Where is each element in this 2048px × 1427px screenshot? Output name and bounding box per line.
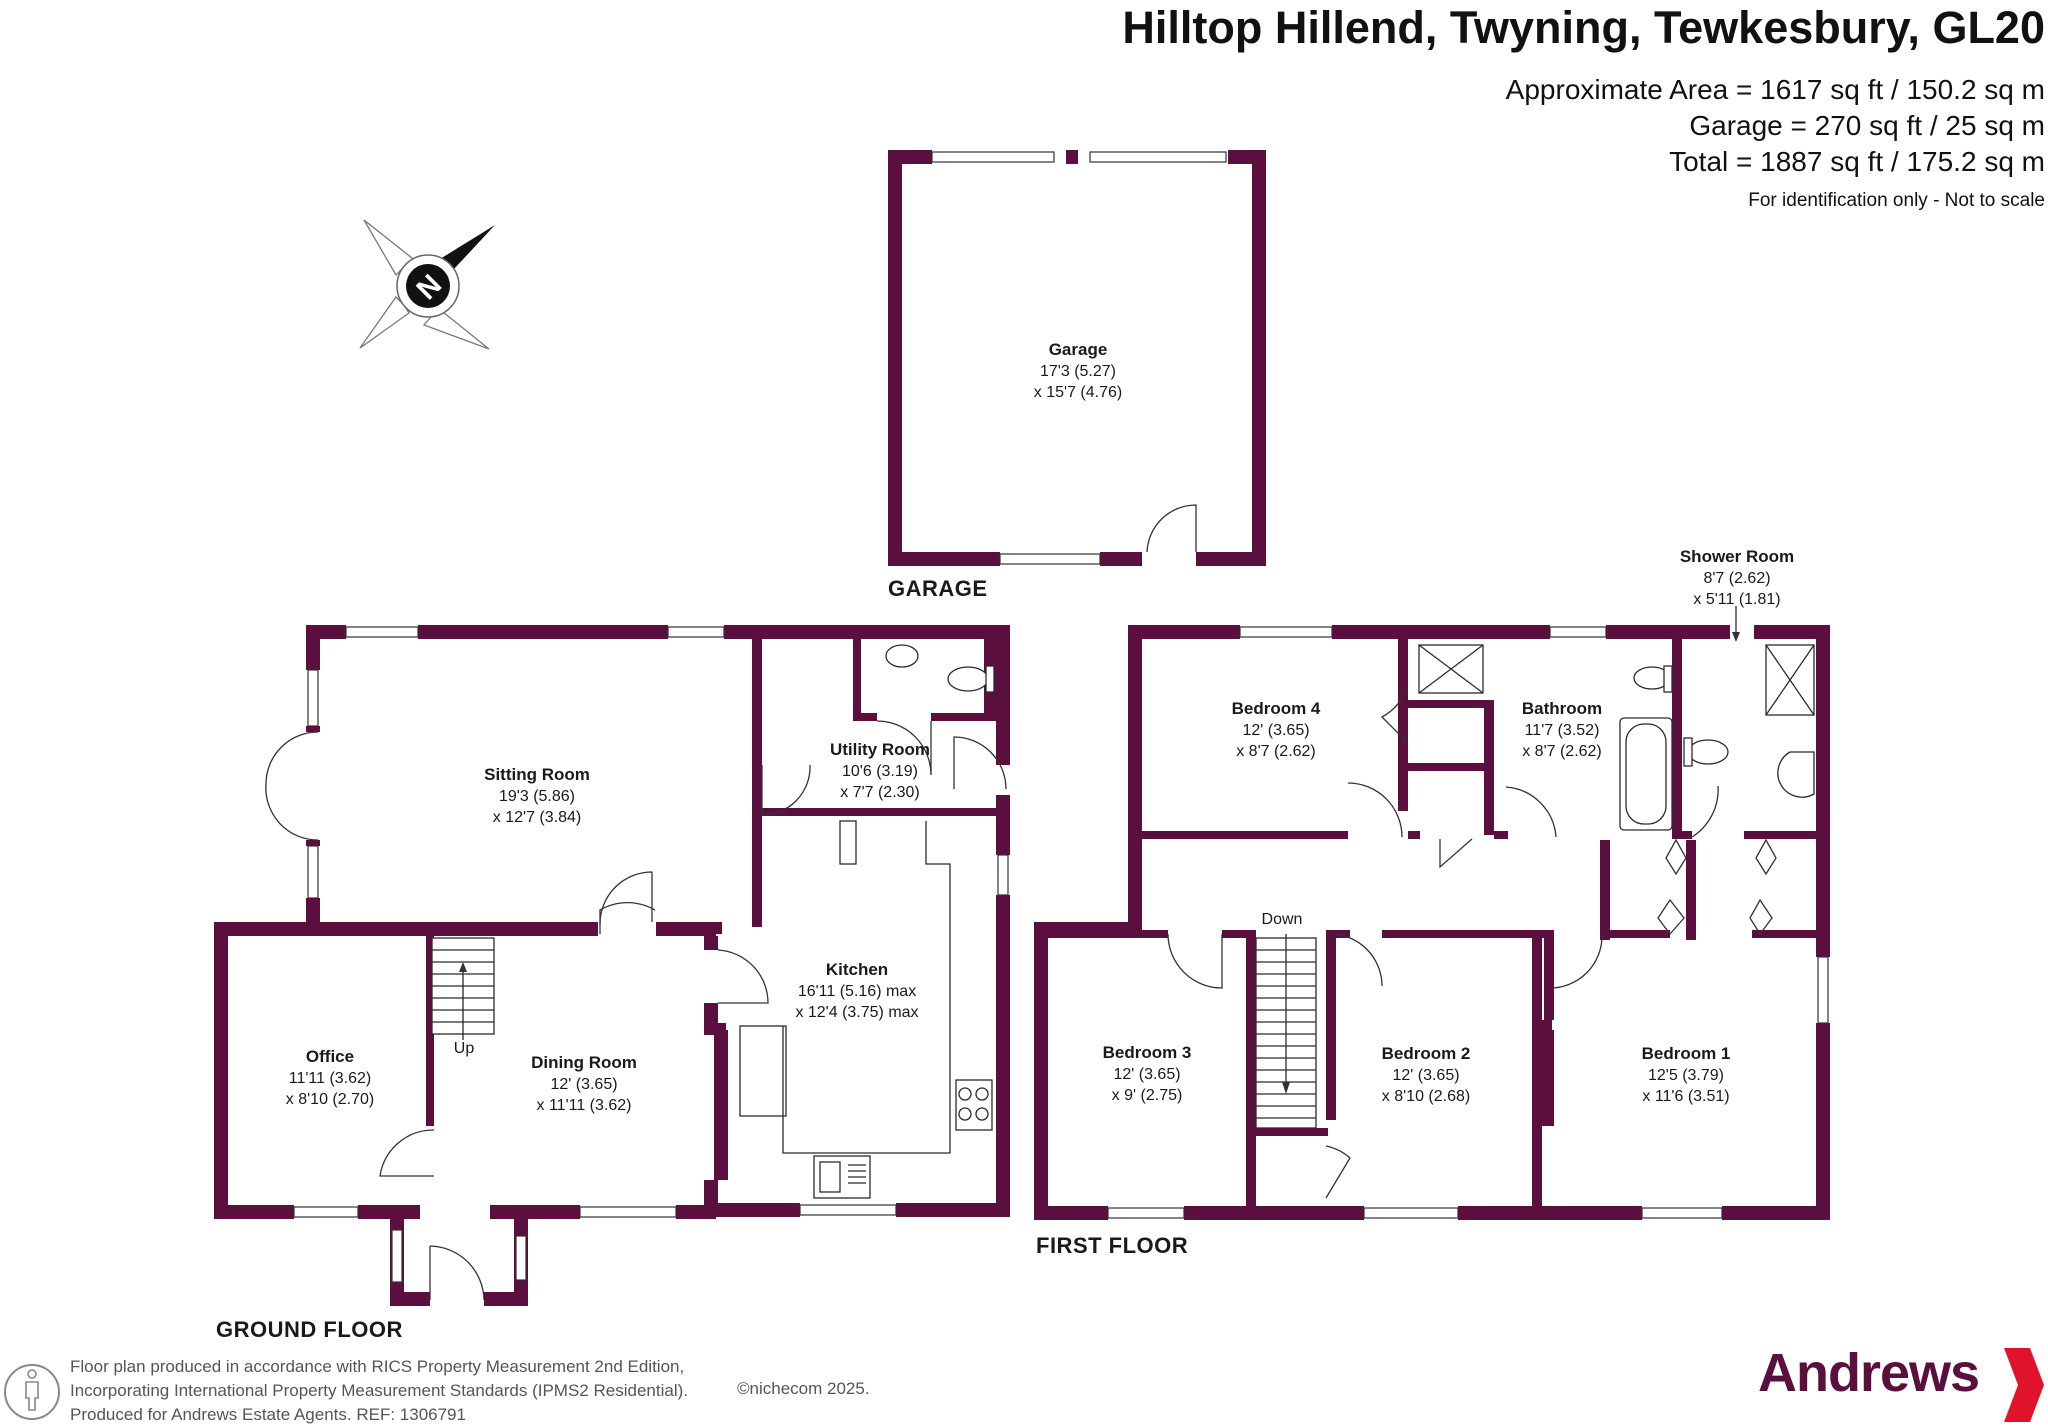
footer-line: Floor plan produced in accordance with R… [70, 1357, 685, 1376]
room-dimension: x 8'7 (2.62) [1236, 743, 1316, 760]
approximate-area: Approximate Area = 1617 sq ft / 150.2 sq… [1505, 74, 2045, 105]
room-name: Dining Room [531, 1053, 637, 1072]
room-bedroom-2: Bedroom 2 12' (3.65) x 8'10 (2.68) [1382, 1044, 1471, 1105]
room-dimension: x 8'10 (2.70) [286, 1091, 374, 1108]
room-name: Bedroom 3 [1103, 1043, 1192, 1062]
footer-line: Incorporating International Property Mea… [70, 1381, 688, 1400]
stairs-down-label: Down [1262, 911, 1303, 928]
room-dimension: x 15'7 (4.76) [1034, 384, 1122, 401]
property-title: Hilltop Hillend, Twyning, Tewkesbury, GL… [1122, 2, 2045, 53]
room-bedroom-4: Bedroom 4 12' (3.65) x 8'7 (2.62) [1232, 699, 1321, 760]
floor-label-ground: GROUND FLOOR [216, 1317, 403, 1342]
room-dimension: x 7'7 (2.30) [840, 784, 920, 801]
room-dimension: x 11'6 (3.51) [1642, 1088, 1729, 1105]
room-dimension: x 12'7 (3.84) [493, 809, 581, 826]
room-dimension: 12' (3.65) [550, 1076, 617, 1093]
room-bathroom: Bathroom 11'7 (3.52) x 8'7 (2.62) [1522, 699, 1602, 760]
room-name: Office [306, 1047, 354, 1066]
room-dimension: 19'3 (5.86) [499, 788, 575, 805]
room-dimension: 12' (3.65) [1113, 1066, 1180, 1083]
floor-label-garage: GARAGE [888, 576, 988, 601]
room-dimension: 11'7 (3.52) [1525, 722, 1600, 739]
room-name: Bedroom 4 [1232, 699, 1321, 718]
room-dimension: 12'5 (3.79) [1648, 1067, 1724, 1084]
room-dimension: 12' (3.65) [1392, 1067, 1459, 1084]
compass-icon: N [359, 219, 495, 350]
first-floor-plan: Down [1034, 606, 1830, 1220]
room-office: Office 11'11 (3.62) x 8'10 (2.70) [286, 1047, 374, 1108]
scale-disclaimer: For identification only - Not to scale [1748, 190, 2045, 211]
room-name: Garage [1049, 340, 1108, 359]
room-name: Bedroom 1 [1642, 1044, 1731, 1063]
room-bedroom-1: Bedroom 1 12'5 (3.79) x 11'6 (3.51) [1642, 1044, 1731, 1105]
floor-label-first: FIRST FLOOR [1036, 1233, 1188, 1258]
garage-building [888, 150, 1266, 566]
ground-floor-plan: Up [214, 625, 1010, 1306]
room-dining-room: Dining Room 12' (3.65) x 11'11 (3.62) [531, 1053, 637, 1114]
room-name: Sitting Room [484, 765, 590, 784]
room-dimension: 12' (3.65) [1242, 722, 1309, 739]
room-dimension: 11'11 (3.62) [289, 1070, 372, 1087]
person-scale-icon [4, 1364, 60, 1420]
room-shower-room: Shower Room 8'7 (2.62) x 5'11 (1.81) [1680, 547, 1794, 608]
room-kitchen: Kitchen 16'11 (5.16) max x 12'4 (3.75) m… [795, 960, 918, 1021]
room-dimension: x 5'11 (1.81) [1693, 591, 1780, 608]
footer-disclaimer: Floor plan produced in accordance with R… [70, 1355, 688, 1427]
brand-chevron-icon [2004, 1348, 2044, 1422]
stairs-up-label: Up [454, 1040, 475, 1057]
room-sitting-room: Sitting Room 19'3 (5.86) x 12'7 (3.84) [484, 765, 590, 826]
room-dimension: 10'6 (3.19) [842, 763, 918, 780]
room-dimension: x 8'7 (2.62) [1522, 743, 1602, 760]
copyright: ©nichecom 2025. [737, 1379, 870, 1398]
room-name: Kitchen [826, 960, 888, 979]
room-utility-room: Utility Room 10'6 (3.19) x 7'7 (2.30) [830, 740, 930, 801]
room-dimension: 16'11 (5.16) max [798, 983, 916, 1000]
footer-line: Produced for Andrews Estate Agents. REF:… [70, 1405, 466, 1424]
brand-logo: Andrews [1758, 1343, 1980, 1403]
total-area: Total = 1887 sq ft / 175.2 sq m [1669, 146, 2045, 177]
room-garage: Garage 17'3 (5.27) x 15'7 (4.76) [1034, 340, 1122, 401]
room-name: Bedroom 2 [1382, 1044, 1471, 1063]
room-dimension: x 12'4 (3.75) max [795, 1004, 918, 1021]
room-dimension: x 8'10 (2.68) [1382, 1088, 1470, 1105]
room-name: Shower Room [1680, 547, 1794, 566]
room-bedroom-3: Bedroom 3 12' (3.65) x 9' (2.75) [1103, 1043, 1192, 1104]
room-dimension: x 9' (2.75) [1112, 1087, 1183, 1104]
room-name: Utility Room [830, 740, 930, 759]
room-dimension: 17'3 (5.27) [1040, 363, 1116, 380]
garage-area: Garage = 270 sq ft / 25 sq m [1689, 110, 2045, 141]
room-name: Bathroom [1522, 699, 1602, 718]
room-dimension: x 11'11 (3.62) [537, 1097, 632, 1114]
room-dimension: 8'7 (2.62) [1703, 570, 1770, 587]
